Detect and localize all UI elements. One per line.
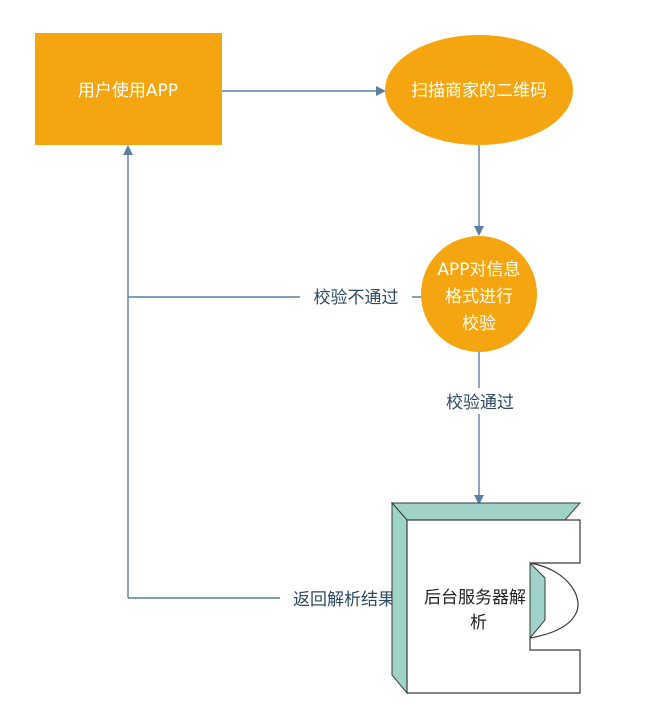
app-node-label: 用户使用APP — [78, 80, 178, 101]
scan-node-label: 扫描商家的二维码 — [411, 81, 547, 101]
server-left-bevel — [391, 501, 408, 695]
server-node-line-2: 析 — [470, 613, 487, 633]
edge-return-label: 返回解析结果 — [293, 590, 395, 610]
server-node — [390, 501, 582, 695]
verify-node-line-3: 校验 — [462, 314, 496, 334]
server-node-line-1: 后台服务器解 — [424, 588, 526, 608]
return-label-bg — [280, 585, 408, 611]
verify-node-line-1: APP对信息 — [437, 260, 520, 280]
fail-label-bg — [300, 283, 412, 309]
edge-pass-label: 校验通过 — [446, 393, 514, 413]
server-notch-bevel — [529, 561, 546, 640]
server-top-bevel — [390, 502, 582, 521]
edge-fail-label: 校验不通过 — [314, 288, 399, 308]
app-node — [35, 33, 222, 145]
pass-label-bg — [432, 388, 528, 414]
verify-node — [421, 236, 537, 352]
verify-node-line-2: 格式进行 — [445, 287, 513, 307]
scan-node — [385, 35, 573, 145]
